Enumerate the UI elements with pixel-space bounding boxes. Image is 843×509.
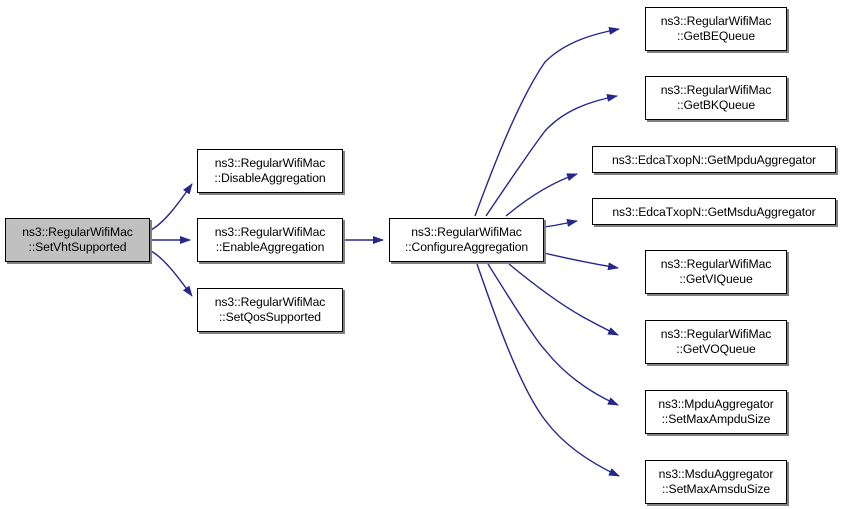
call-edge-configure-aggregation-to-set-max-amsdu-size (476, 263, 620, 477)
node-label-line2: ::GetBKQueue (676, 98, 756, 112)
call-edge-root-to-disable-aggregation (150, 183, 193, 231)
node-label-line2: ::SetVhtSupported (28, 240, 127, 254)
graph-node-configure-aggregation[interactable]: ns3::RegularWifiMac::ConfigureAggregatio… (389, 218, 544, 262)
graph-node-get-bk-queue[interactable]: ns3::RegularWifiMac::GetBKQueue (645, 76, 787, 120)
node-label-line2: ::GetBEQueue (676, 29, 756, 43)
node-label-line1: ns3::RegularWifiMac (214, 225, 326, 239)
node-label-line1: ns3::RegularWifiMac (22, 225, 133, 239)
node-label-line1: ns3::RegularWifiMac (411, 225, 522, 239)
node-label-line1: ns3::EdcaTxopN::GetMpduAggregator (611, 152, 816, 167)
call-edge-configure-aggregation-to-set-max-ampdu-size (487, 263, 619, 406)
call-edge-root-to-set-qos-supported (150, 250, 193, 297)
graph-node-get-mpdu-aggregator[interactable]: ns3::EdcaTxopN::GetMpduAggregator (592, 146, 836, 173)
call-edge-configure-aggregation-to-get-msdu-aggregator (543, 219, 578, 228)
graph-node-set-max-amsdu-size[interactable]: ns3::MsduAggregator::SetMaxAmsduSize (645, 460, 787, 504)
call-edge-configure-aggregation-to-get-mpdu-aggregator (505, 173, 578, 217)
node-label-line1: ns3::RegularWifiMac (214, 295, 326, 309)
graph-node-get-be-queue[interactable]: ns3::RegularWifiMac::GetBEQueue (645, 7, 787, 51)
node-label-line1: ns3::RegularWifiMac (660, 83, 772, 97)
call-edge-configure-aggregation-to-get-vo-queue (508, 263, 619, 336)
node-label-line1: ns3::EdcaTxopN::GetMsduAggregator (612, 204, 816, 219)
node-label-line2: ::GetVIQueue (679, 272, 753, 286)
node-label-line1: ns3::RegularWifiMac (660, 14, 772, 28)
graph-node-get-vi-queue[interactable]: ns3::RegularWifiMac::GetVIQueue (645, 250, 787, 294)
call-edge-configure-aggregation-to-get-vi-queue (543, 252, 619, 271)
node-label-line2: ::DisableAggregation (214, 171, 326, 185)
graph-node-disable-aggregation[interactable]: ns3::RegularWifiMac::DisableAggregation (197, 149, 343, 193)
node-label-line1: ns3::RegularWifiMac (214, 156, 326, 170)
node-label-line2: ::EnableAggregation (215, 240, 325, 254)
graph-node-set-vht-supported[interactable]: ns3::RegularWifiMac::SetVhtSupported (5, 218, 150, 262)
graph-node-enable-aggregation[interactable]: ns3::RegularWifiMac::EnableAggregation (197, 218, 343, 262)
call-edge-configure-aggregation-to-get-be-queue (474, 26, 620, 217)
node-label-line1: ns3::MpduAggregator (658, 397, 774, 411)
node-label-line2: ::SetMaxAmpduSize (661, 412, 771, 426)
node-label-line2: ::SetMaxAmsduSize (661, 482, 771, 496)
node-label-line1: ns3::MsduAggregator (658, 467, 774, 481)
graph-node-get-vo-queue[interactable]: ns3::RegularWifiMac::GetVOQueue (645, 320, 787, 364)
node-label-line1: ns3::RegularWifiMac (660, 327, 772, 341)
graph-node-set-qos-supported[interactable]: ns3::RegularWifiMac::SetQosSupported (197, 288, 343, 332)
node-label-line1: ns3::RegularWifiMac (660, 257, 772, 271)
node-label-line2: ::GetVOQueue (676, 342, 756, 356)
node-label-line2: ::SetQosSupported (219, 310, 321, 324)
graph-node-set-max-ampdu-size[interactable]: ns3::MpduAggregator::SetMaxAmpduSize (645, 390, 787, 434)
graph-node-get-msdu-aggregator[interactable]: ns3::EdcaTxopN::GetMsduAggregator (592, 198, 836, 225)
node-label-line2: ::ConfigureAggregation (404, 240, 529, 254)
